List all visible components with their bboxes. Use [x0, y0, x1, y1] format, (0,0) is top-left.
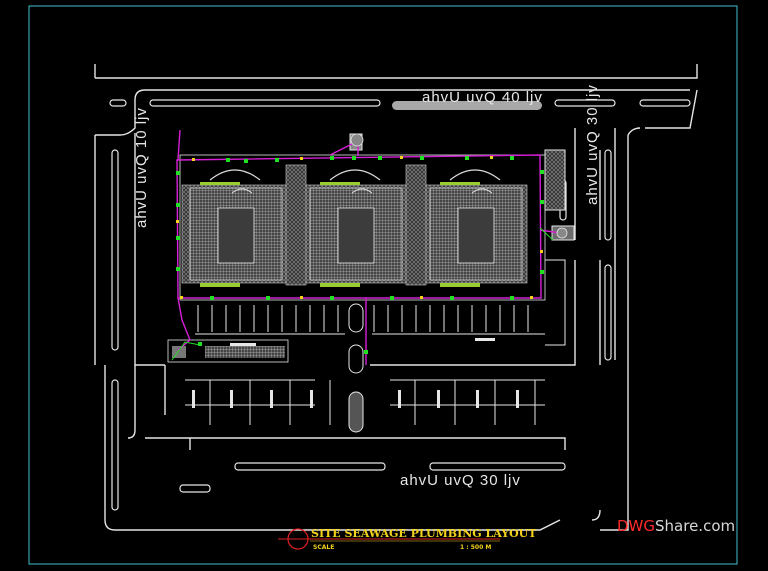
septic-tank-node	[350, 133, 364, 147]
road-network	[94, 64, 698, 531]
drawing-frame	[28, 5, 738, 565]
svg-text:DWGShare.com: DWGShare.com	[617, 517, 735, 535]
watermark-brand-red: DWG	[617, 517, 655, 535]
treatment-node	[556, 227, 568, 239]
site-fixtures	[349, 133, 575, 346]
building-block	[179, 154, 546, 301]
watermark: DWGShare.com	[617, 517, 735, 535]
parking-bumpers	[192, 338, 519, 408]
parking-stalls	[185, 303, 545, 433]
street-label-right: ahvU uvQ 30 ljv	[584, 84, 601, 205]
service-line	[171, 227, 554, 361]
road-dashes	[109, 99, 691, 511]
street-label-top: ahvU uvQ 40 ljv	[422, 89, 543, 106]
street-label-left: ahvU uvQ 10 ljv	[133, 107, 150, 228]
sewer-pipe-network	[176, 129, 561, 365]
title-block: SITE SEAWAGE PLUMBING LAYOUT SCALE 1 : 5…	[278, 527, 537, 551]
median-strip	[392, 101, 542, 110]
manholes	[176, 156, 544, 354]
utility-block	[167, 339, 289, 363]
scale-value: 1 : 500 M	[460, 544, 491, 551]
scale-label: SCALE	[313, 544, 334, 551]
drawing-title: SITE SEAWAGE PLUMBING LAYOUT	[311, 527, 537, 540]
street-label-bottom: ahvU uvQ 30 ljv	[400, 472, 521, 489]
cleanout-junctions	[176, 156, 543, 299]
watermark-brand-rest: Share.com	[655, 517, 735, 535]
